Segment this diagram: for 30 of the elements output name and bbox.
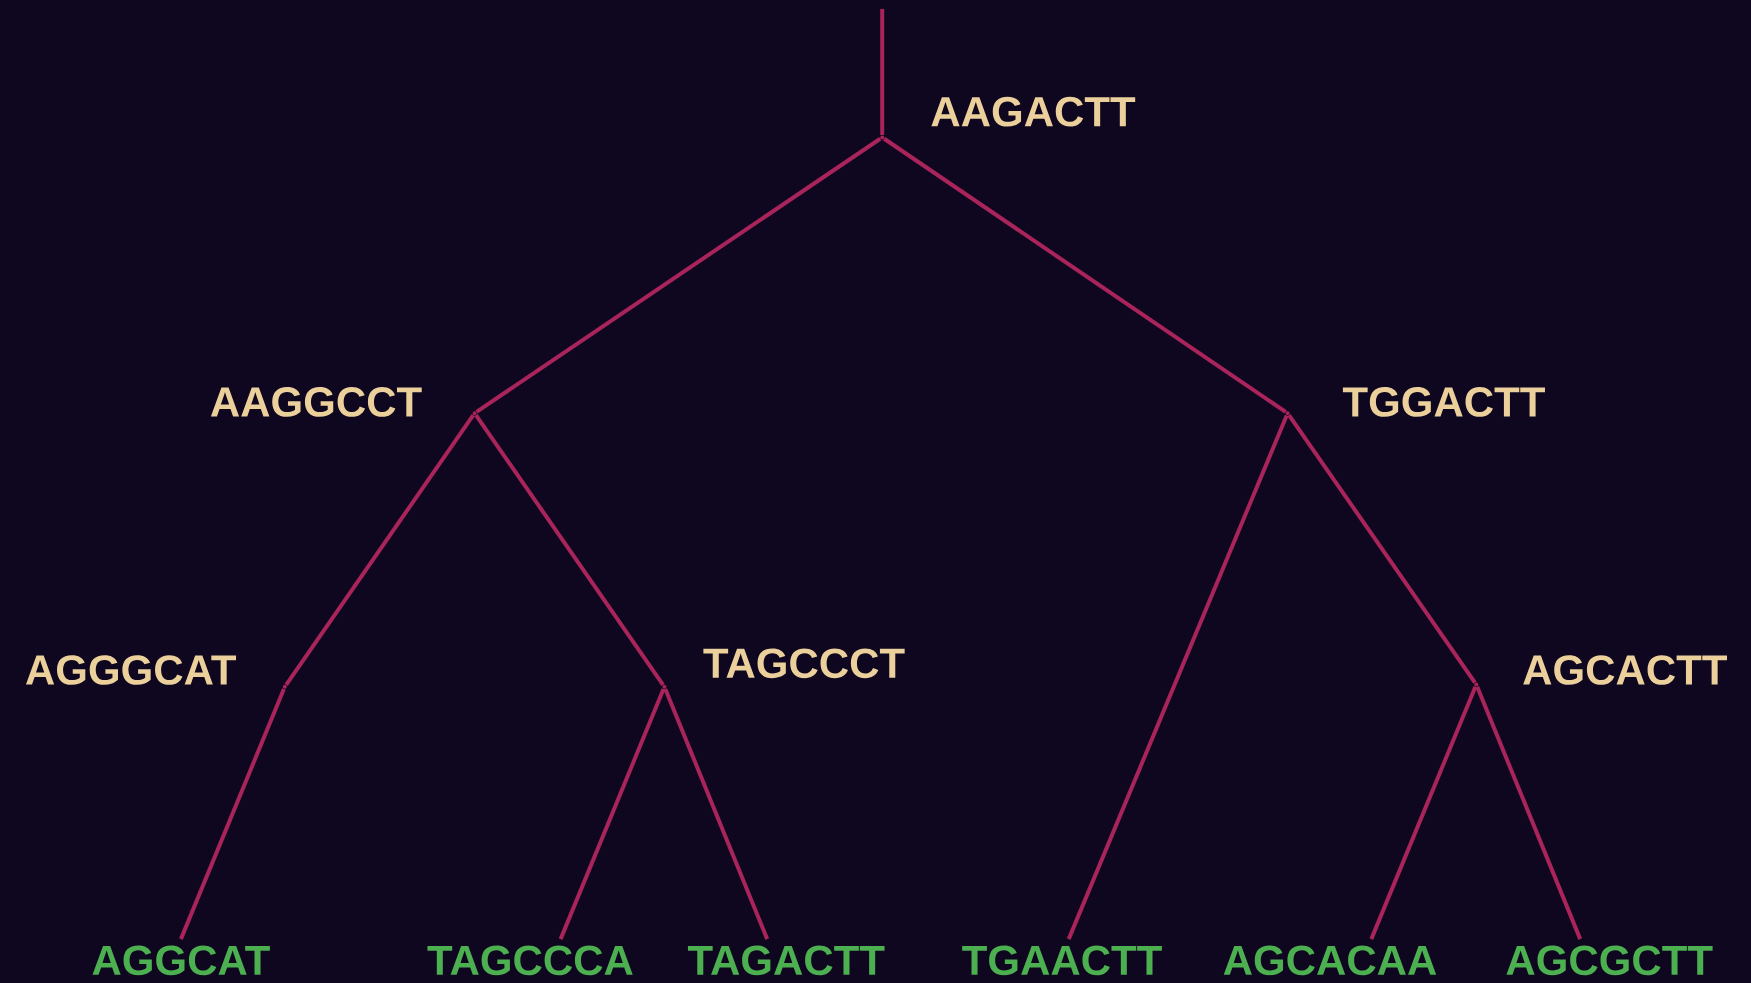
branch-line: [1475, 685, 1583, 940]
node-label: AAGACTT: [931, 96, 1136, 127]
leaf-label: AGGCAT: [92, 945, 270, 976]
branch-line: [883, 137, 1287, 414]
branch-line: [1287, 414, 1477, 684]
node-label: TAGCCCT: [703, 648, 905, 679]
leaf-label: TAGCCCA: [427, 945, 633, 976]
node-label: AAGGCCT: [210, 387, 422, 417]
branch-line: [558, 688, 666, 940]
node-label: AGGGCAT: [25, 655, 237, 685]
branch-point: [1474, 682, 1479, 687]
branch-point: [472, 411, 477, 416]
branch-line: [179, 688, 286, 940]
leaf-label: AGCGCTT: [1506, 945, 1713, 976]
branch-line: [474, 414, 665, 686]
node-label: TGGACTT: [1342, 387, 1545, 417]
branch-line: [663, 688, 770, 940]
leaf-label: TGAACTT: [962, 945, 1162, 976]
branch-line: [475, 137, 882, 414]
branch-line: [1066, 414, 1289, 940]
branch-point: [662, 684, 667, 689]
branch-line: [880, 8, 885, 135]
branch-point: [880, 135, 885, 140]
leaf-label: TAGACTT: [687, 945, 885, 976]
branch-point: [1285, 411, 1290, 416]
branch-point: [282, 684, 287, 689]
leaf-label: AGCACAA: [1223, 945, 1437, 976]
branch-line: [1369, 685, 1478, 940]
node-label: AGCACTT: [1523, 655, 1727, 685]
branch-line: [284, 414, 475, 686]
